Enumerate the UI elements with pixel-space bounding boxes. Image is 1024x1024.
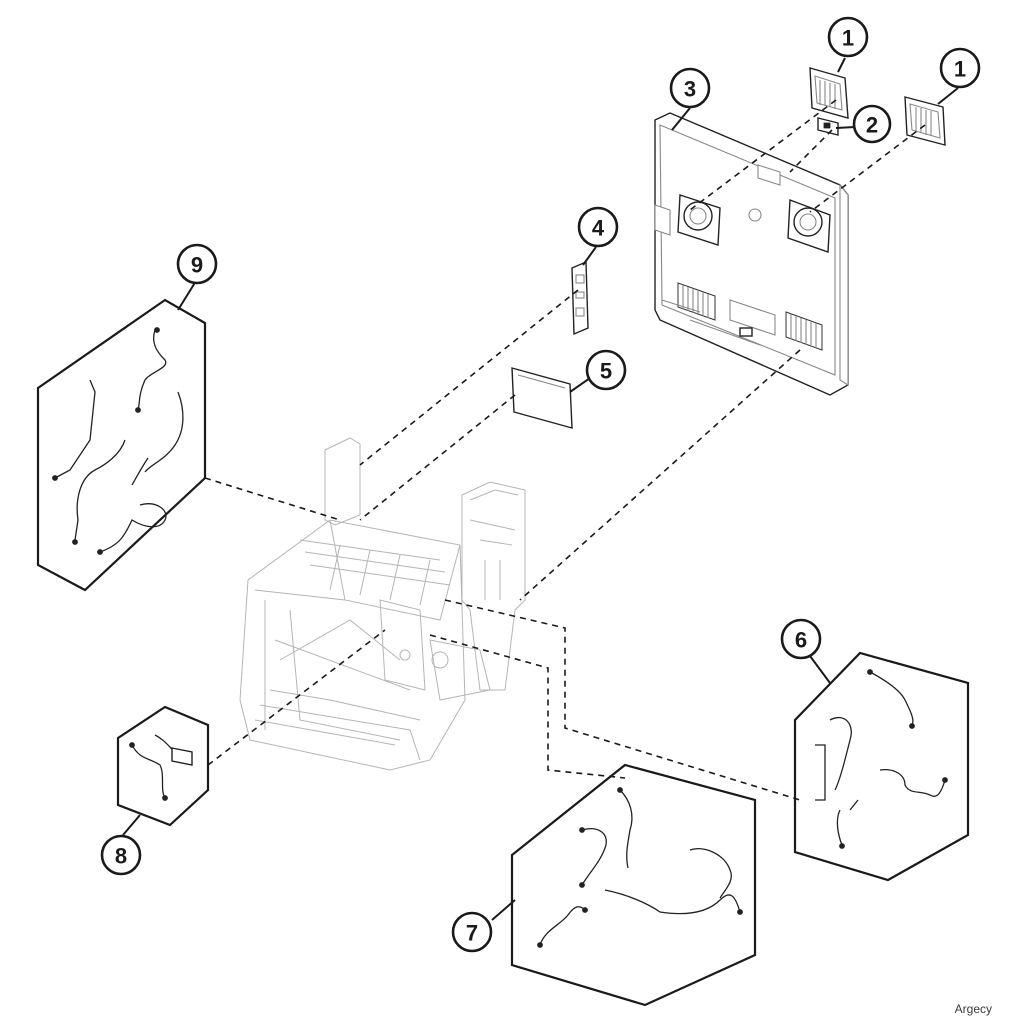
fan-opening-right — [787, 199, 831, 253]
callout-label: 3 — [684, 77, 696, 102]
callout-label: 2 — [866, 113, 878, 138]
callout-label: 6 — [795, 628, 807, 653]
callout-1b: 1 — [939, 47, 981, 89]
callout-label: 7 — [466, 921, 478, 946]
callout-1a: 1 — [827, 16, 869, 58]
harness-panel-6 — [793, 651, 970, 882]
callout-leaders — [122, 57, 959, 921]
dashed-leader-lines — [204, 99, 926, 801]
printer-frame-assembly — [239, 437, 526, 771]
callout-6: 6 — [780, 618, 822, 660]
callout-5: 5 — [585, 349, 627, 391]
callout-8: 8 — [100, 834, 142, 876]
harness-panel-8 — [116, 705, 210, 827]
callout-label: 4 — [592, 216, 605, 241]
callout-label: 1 — [954, 57, 966, 82]
callout-2: 2 — [852, 104, 892, 144]
watermark-text: Argecy — [954, 1002, 992, 1016]
board-part-4 — [571, 260, 589, 336]
callout-3: 3 — [669, 67, 711, 109]
callout-label: 9 — [191, 253, 203, 278]
harness-panel-7 — [510, 763, 757, 1007]
callout-7: 7 — [451, 911, 493, 953]
callout-label: 5 — [600, 359, 612, 384]
vent-grille-right — [785, 311, 823, 351]
harness-panel-9 — [36, 298, 207, 592]
bracket-part-2 — [817, 117, 839, 136]
fan-part-1a — [809, 67, 849, 119]
plate-part-5 — [511, 367, 573, 429]
callout-9: 9 — [176, 243, 218, 285]
callout-label: 8 — [115, 844, 127, 869]
vent-grille-left — [677, 282, 716, 321]
controller-shield-plate — [654, 112, 849, 396]
callout-label: 1 — [842, 26, 854, 51]
callout-4: 4 — [577, 206, 619, 248]
